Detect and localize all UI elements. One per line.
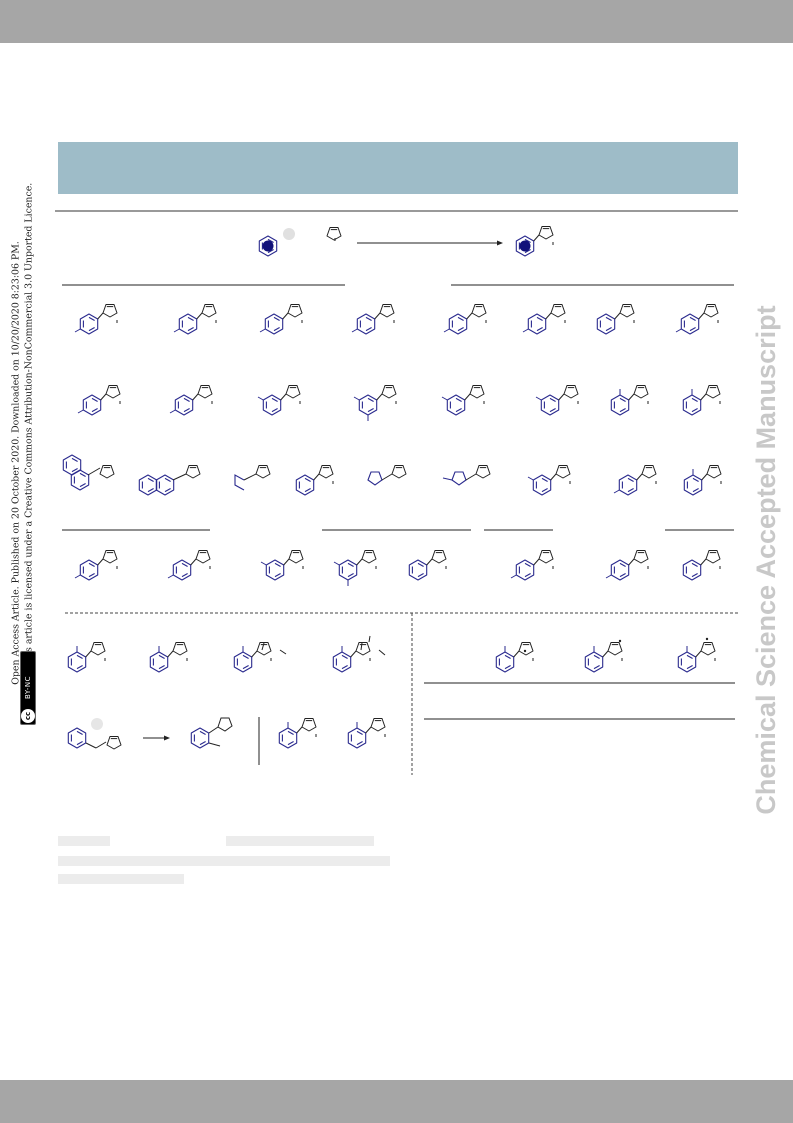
open-access-notice: Open Access Article. Published on 20 Oct… xyxy=(10,241,22,685)
naphthyl-1 xyxy=(62,454,115,491)
footnote-blurred xyxy=(58,874,184,884)
footnote-blurred xyxy=(58,856,390,866)
footnote-blurred xyxy=(226,836,374,846)
footnote-blurred xyxy=(58,836,110,846)
cc-icon: cc xyxy=(21,709,35,723)
cc-license-badge[interactable]: cc BY-NC xyxy=(20,651,36,725)
cc-badge-text: BY-NC xyxy=(24,675,32,699)
accepted-manuscript-watermark: Chemical Science Accepted Manuscript xyxy=(751,305,781,815)
thiophene-icon xyxy=(326,227,342,241)
naphthyl-2 xyxy=(138,465,201,496)
intramolecular-substrate xyxy=(67,718,122,750)
bithiophene-2 xyxy=(442,465,491,486)
pyridyl-1 xyxy=(234,465,271,491)
scheme-caption-banner xyxy=(58,142,738,194)
footer-bar xyxy=(0,1080,793,1123)
header-bar xyxy=(0,0,793,43)
bithiophene-1 xyxy=(367,465,407,486)
cyclized-product xyxy=(190,717,233,749)
radical-dot-icon xyxy=(705,637,709,641)
substrate-arene-icon xyxy=(258,228,295,257)
license-notice: This article is licensed under a Creativ… xyxy=(23,182,35,668)
product-arene-icon xyxy=(516,227,553,257)
radical-dot-icon xyxy=(523,649,527,653)
radical-dot-icon xyxy=(618,639,622,643)
